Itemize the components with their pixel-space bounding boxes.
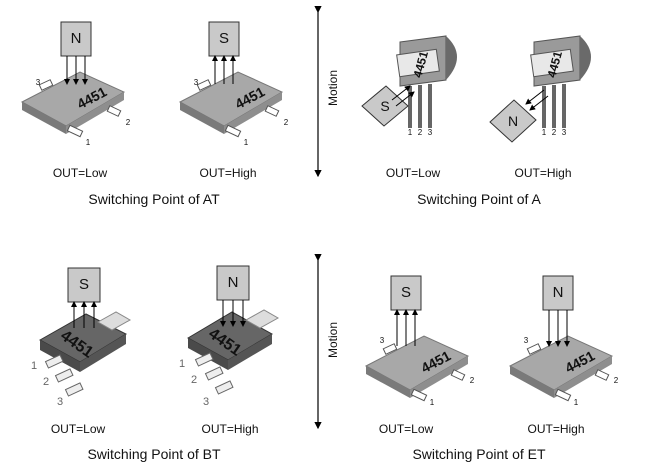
magnet-label: S	[400, 284, 412, 301]
pin-label: 3	[193, 78, 199, 87]
out-label: OUT=High	[201, 422, 259, 436]
et-right-sensor: 4451	[508, 275, 614, 402]
pin-label: 1	[178, 358, 186, 370]
pin-label: 1	[85, 138, 91, 147]
at-right-sensor: 4451	[178, 21, 284, 138]
caption-a: Switching Point of A	[417, 191, 541, 207]
pin-label: 2	[469, 376, 475, 385]
pin-label: 3	[35, 78, 41, 87]
pin-label: 1	[429, 398, 435, 407]
pin-label: 2	[283, 118, 289, 127]
motion-label-bottom: Motion	[326, 321, 340, 359]
a-left-sensor: 4451	[361, 35, 457, 128]
out-label: OUT=High	[514, 166, 572, 180]
at-left-sensor: 4451	[20, 21, 126, 138]
pin-label: 1	[407, 128, 413, 137]
out-label: OUT=Low	[52, 166, 108, 180]
magnet-label: S	[78, 276, 90, 293]
pin-label: 1	[541, 128, 547, 137]
pin-label: 2	[125, 118, 131, 127]
magnet-label: N	[507, 113, 519, 129]
a-right-sensor: 4451	[489, 35, 591, 143]
pin-label: 1	[30, 360, 38, 372]
pin-label: 3	[523, 336, 529, 345]
magnet-label: S	[218, 30, 230, 47]
et-left-sensor: 4451	[364, 275, 470, 402]
svg-text:4451: 4451	[411, 49, 432, 79]
out-label: OUT=Low	[378, 422, 434, 436]
out-label: OUT=High	[199, 166, 257, 180]
out-label: OUT=Low	[50, 422, 106, 436]
pin-label: 3	[561, 128, 567, 137]
pin-label: 3	[56, 396, 64, 408]
pin-label: 2	[551, 128, 557, 137]
pin-label: 3	[427, 128, 433, 137]
pin-label: 1	[243, 138, 249, 147]
pin-label: 3	[379, 336, 385, 345]
caption-at: Switching Point of AT	[88, 191, 220, 207]
pin-label: 1	[573, 398, 579, 407]
caption-bt: Switching Point of BT	[87, 446, 221, 462]
pin-label: 3	[202, 396, 210, 408]
pin-label: 2	[42, 376, 50, 388]
bt-right-sensor: 4451	[186, 265, 280, 395]
magnet-label: N	[227, 274, 239, 291]
pin-label: 2	[190, 374, 198, 386]
pin-label: 2	[417, 128, 423, 137]
bt-left-sensor: 4451	[38, 267, 132, 397]
caption-et: Switching Point of ET	[412, 446, 546, 462]
magnet-label: N	[552, 284, 564, 301]
pin-label: 2	[613, 376, 619, 385]
magnet-label: S	[380, 98, 390, 114]
out-label: OUT=Low	[385, 166, 441, 180]
magnet-label: N	[70, 30, 82, 47]
svg-text:4451: 4451	[545, 49, 566, 79]
out-label: OUT=High	[527, 422, 585, 436]
motion-label-top: Motion	[326, 69, 340, 107]
